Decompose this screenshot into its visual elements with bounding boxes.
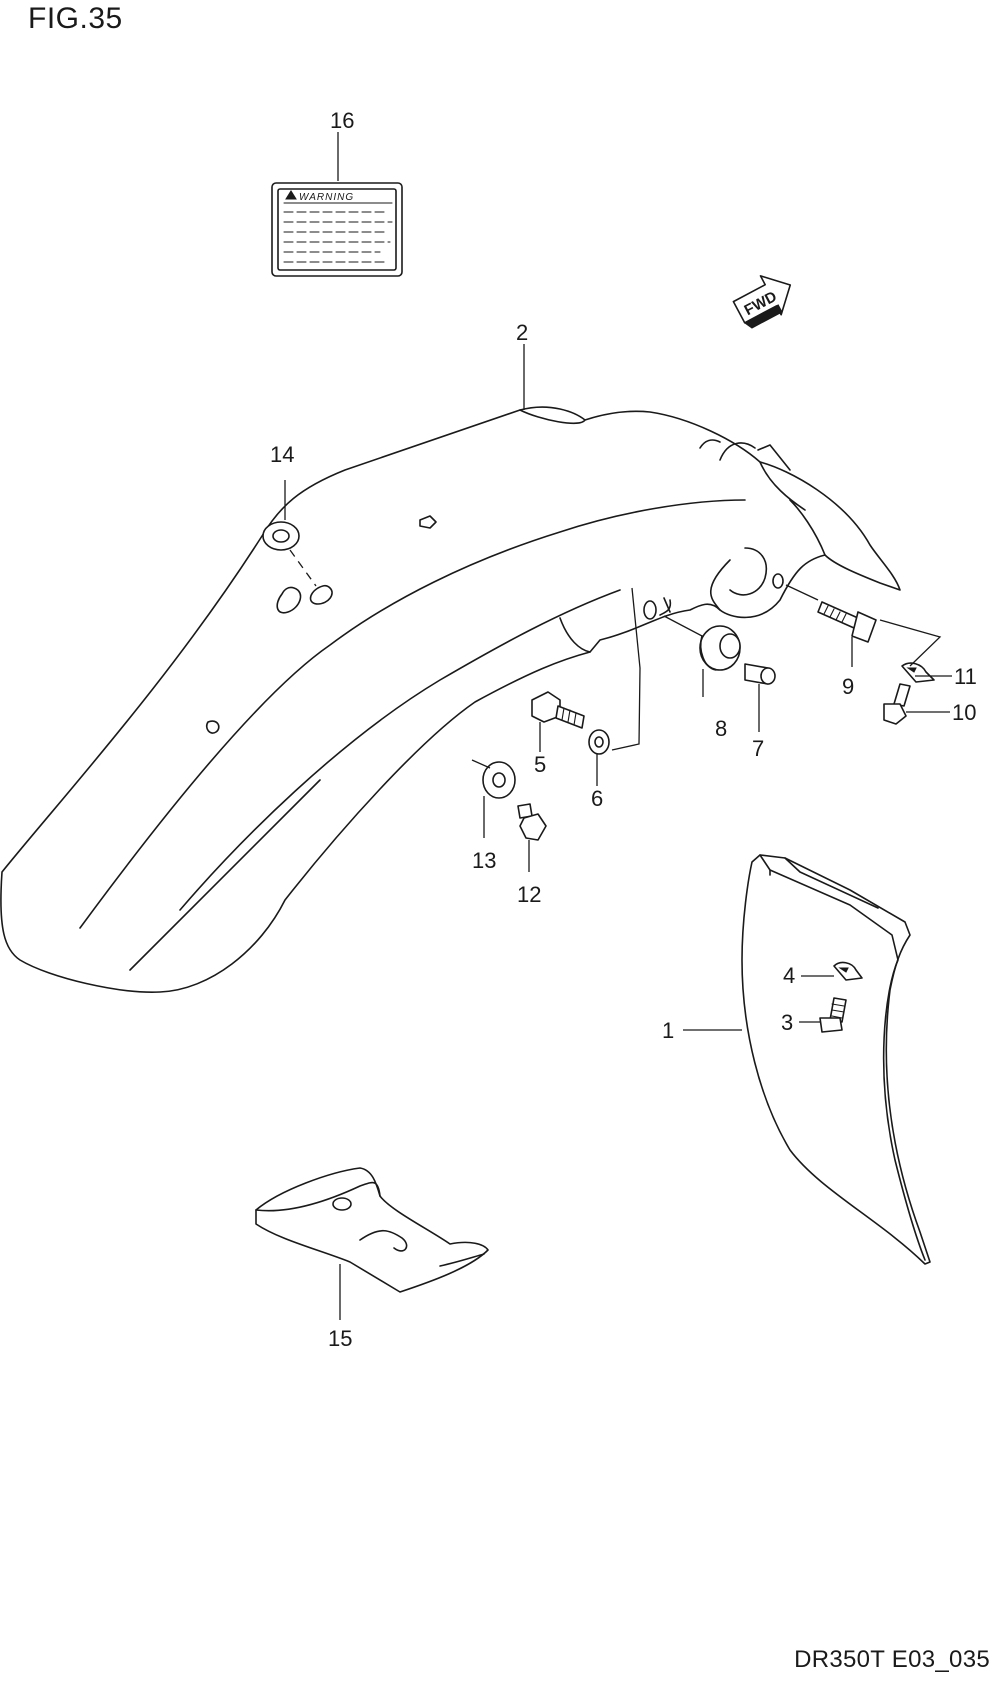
callout-5: 5 xyxy=(534,752,546,777)
callout-8: 8 xyxy=(715,716,727,741)
mud-flap-part-1 xyxy=(741,854,931,1265)
rear-fender xyxy=(0,406,901,993)
washer-part-13 xyxy=(482,761,516,799)
bolt-part-9 xyxy=(817,601,877,643)
figure-title: FIG.35 xyxy=(28,2,123,35)
warning-label-sticker: WARNING xyxy=(271,182,403,277)
callout-6: 6 xyxy=(591,786,603,811)
callout-2: 2 xyxy=(516,320,528,345)
callout-14: 14 xyxy=(270,442,294,467)
bolt-part-10 xyxy=(883,683,911,725)
forward-direction-arrow-icon: FWD xyxy=(732,275,792,329)
clip-nut-part-11 xyxy=(901,662,935,683)
callout-1: 1 xyxy=(662,1018,674,1043)
dashed-guide-14 xyxy=(289,549,317,587)
callout-16: 16 xyxy=(330,108,354,133)
warning-label-heading: WARNING xyxy=(299,192,354,203)
guide-line-9 xyxy=(785,584,819,601)
screw-part-12 xyxy=(517,803,547,841)
callout-11: 11 xyxy=(954,664,977,689)
callout-12: 12 xyxy=(517,882,541,907)
callout-15: 15 xyxy=(328,1326,352,1351)
callout-13: 13 xyxy=(472,848,496,873)
callout-10: 10 xyxy=(952,700,976,725)
guide-line-9-11 xyxy=(879,619,942,667)
guide-line-13 xyxy=(471,759,491,769)
callout-3: 3 xyxy=(781,1010,793,1035)
drawing-code: DR350T E03_035 xyxy=(794,1646,990,1673)
guide-line-8 xyxy=(663,615,703,637)
grommet-part-14 xyxy=(262,521,300,551)
grommet-part-8 xyxy=(699,625,741,671)
screw-part-3 xyxy=(819,997,847,1033)
washer-part-6 xyxy=(588,729,610,755)
guide-line-5-6 xyxy=(611,587,641,751)
collar-part-7 xyxy=(744,663,776,685)
callout-7: 7 xyxy=(752,736,764,761)
tool-pouch-part-15 xyxy=(255,1167,489,1293)
clip-nut-part-4 xyxy=(833,961,863,981)
callout-leaders xyxy=(337,132,952,1320)
bolt-part-5 xyxy=(531,691,585,729)
callout-4: 4 xyxy=(783,963,795,988)
callout-9: 9 xyxy=(842,674,854,699)
